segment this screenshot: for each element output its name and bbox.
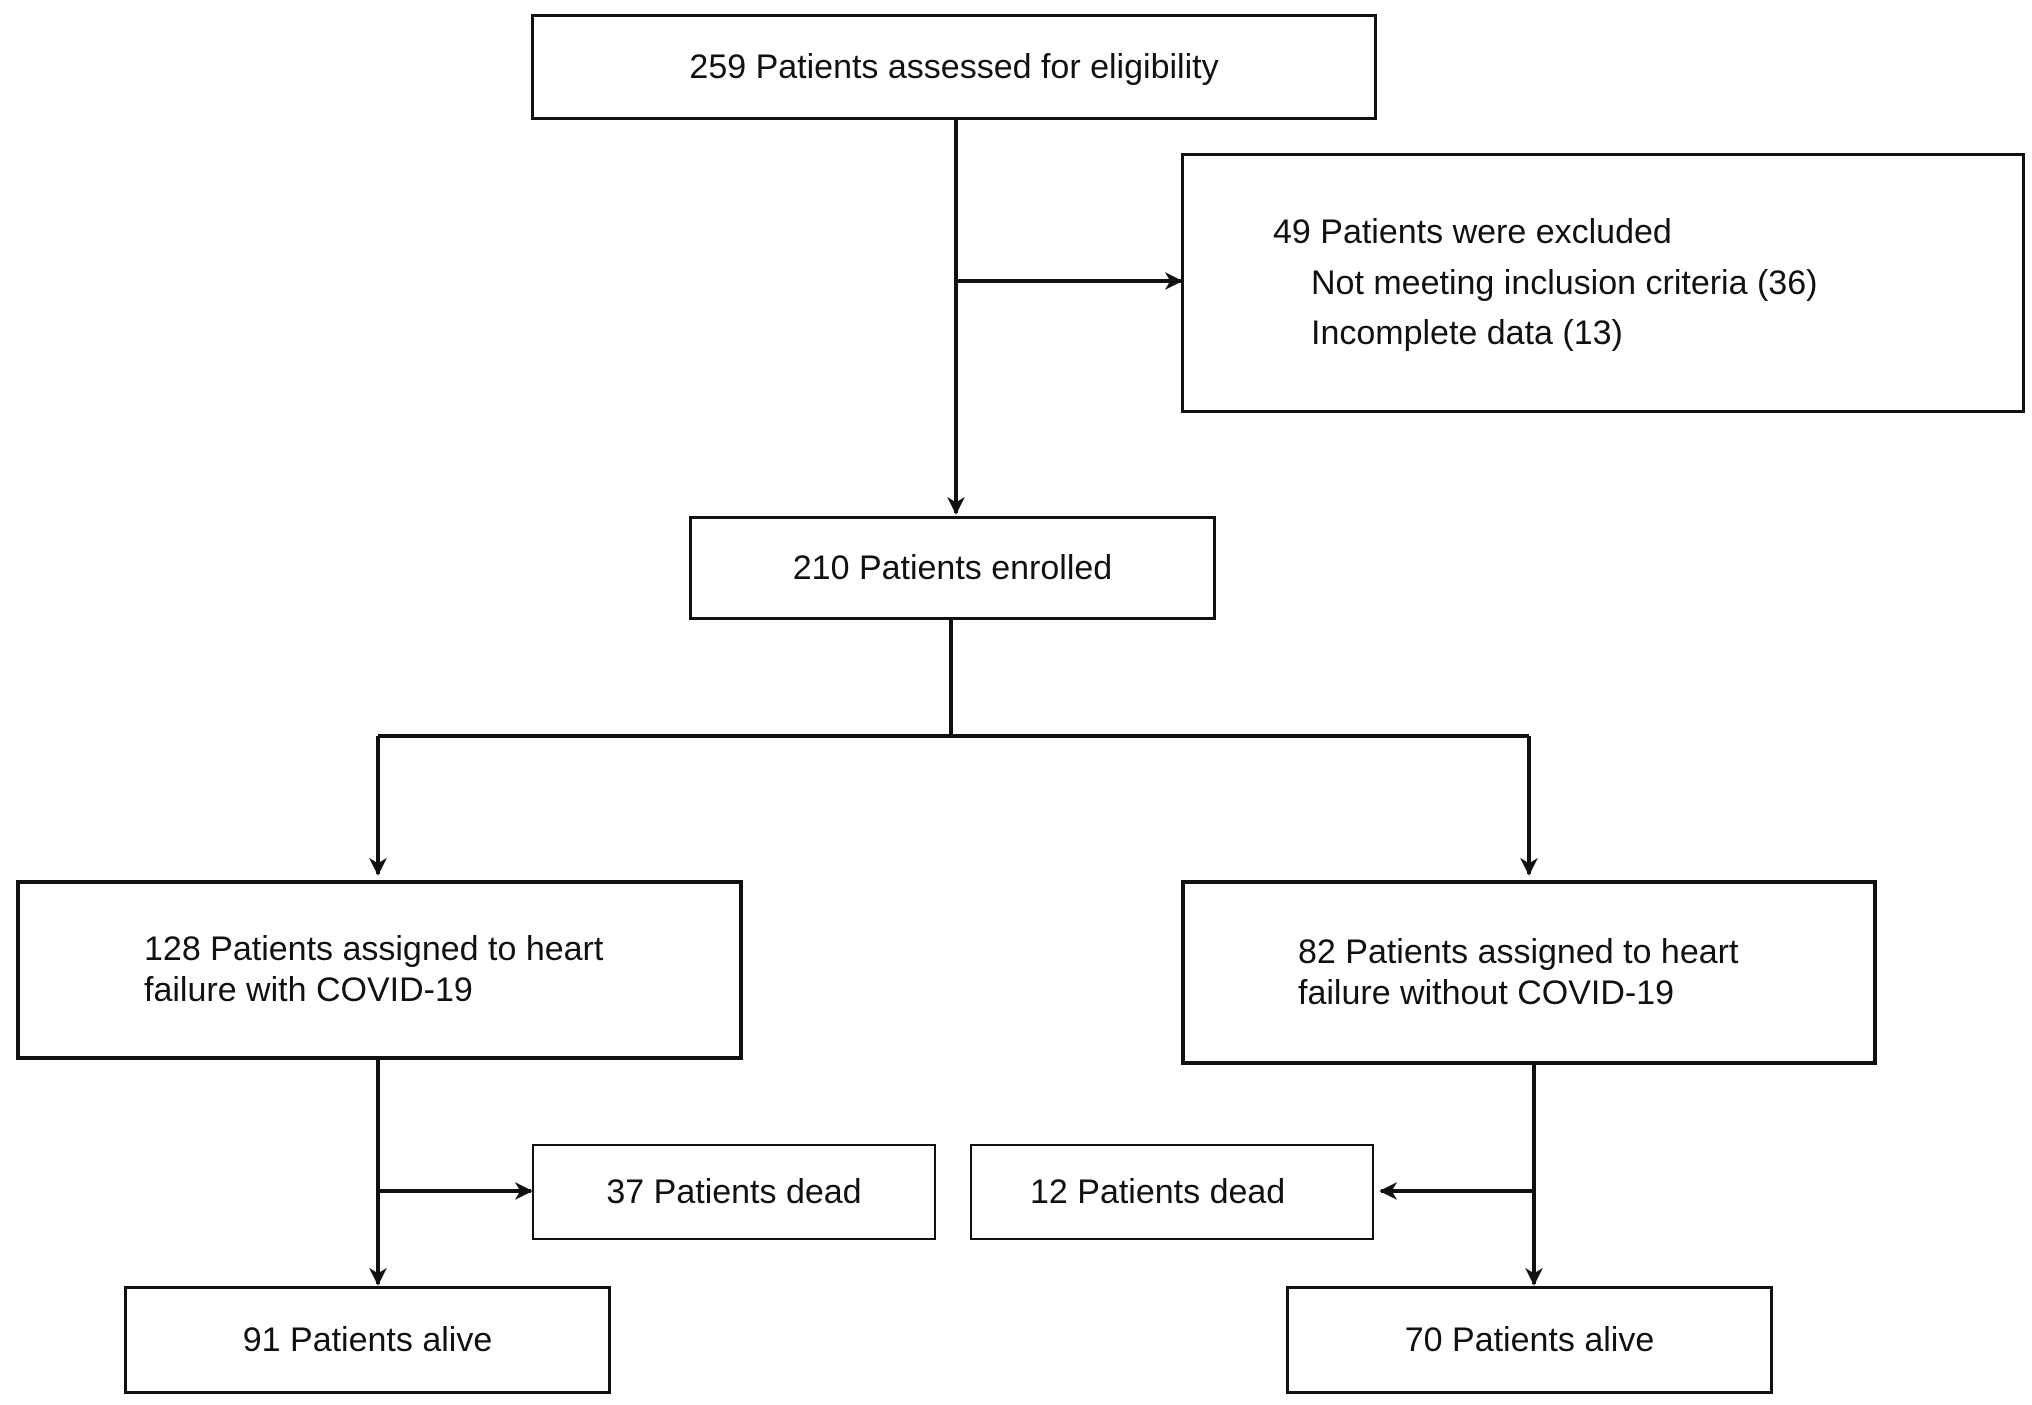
- excluded-title: 49 Patients were excluded: [1273, 212, 1672, 251]
- non-covid-group-line: failure without COVID-19: [1298, 973, 1675, 1012]
- excluded-reason: Not meeting inclusion criteria (36): [1311, 263, 1818, 302]
- non-covid-dead-box: 12 Patients dead: [970, 1144, 1374, 1240]
- covid-dead-box: 37 Patients dead: [532, 1144, 936, 1240]
- covid-group-line: 128 Patients assigned to heart: [144, 930, 604, 969]
- non-covid-alive-text: 70 Patients alive: [1404, 1320, 1655, 1359]
- assessed-box: 259 Patients assessed for eligibility: [531, 14, 1377, 120]
- non-covid-dead-text: 12 Patients dead: [1030, 1172, 1286, 1211]
- covid-alive-text: 91 Patients alive: [242, 1320, 493, 1359]
- covid-dead-text: 37 Patients dead: [606, 1172, 862, 1211]
- enrolled-text: 210 Patients enrolled: [792, 548, 1113, 587]
- covid-group-box: 128 Patients assigned to heart failure w…: [16, 880, 743, 1060]
- covid-group-line: failure with COVID-19: [144, 971, 473, 1009]
- excluded-reason: Incomplete data (13): [1311, 314, 1623, 353]
- enrolled-box: 210 Patients enrolled: [689, 516, 1216, 620]
- non-covid-alive-box: 70 Patients alive: [1286, 1286, 1773, 1394]
- non-covid-group-box: 82 Patients assigned to heart failure wi…: [1181, 880, 1877, 1065]
- covid-alive-box: 91 Patients alive: [124, 1286, 611, 1394]
- assessed-text: 259 Patients assessed for eligibility: [689, 47, 1219, 86]
- non-covid-group-line: 82 Patients assigned to heart: [1298, 932, 1739, 971]
- excluded-box: 49 Patients were excluded Not meeting in…: [1181, 153, 2025, 413]
